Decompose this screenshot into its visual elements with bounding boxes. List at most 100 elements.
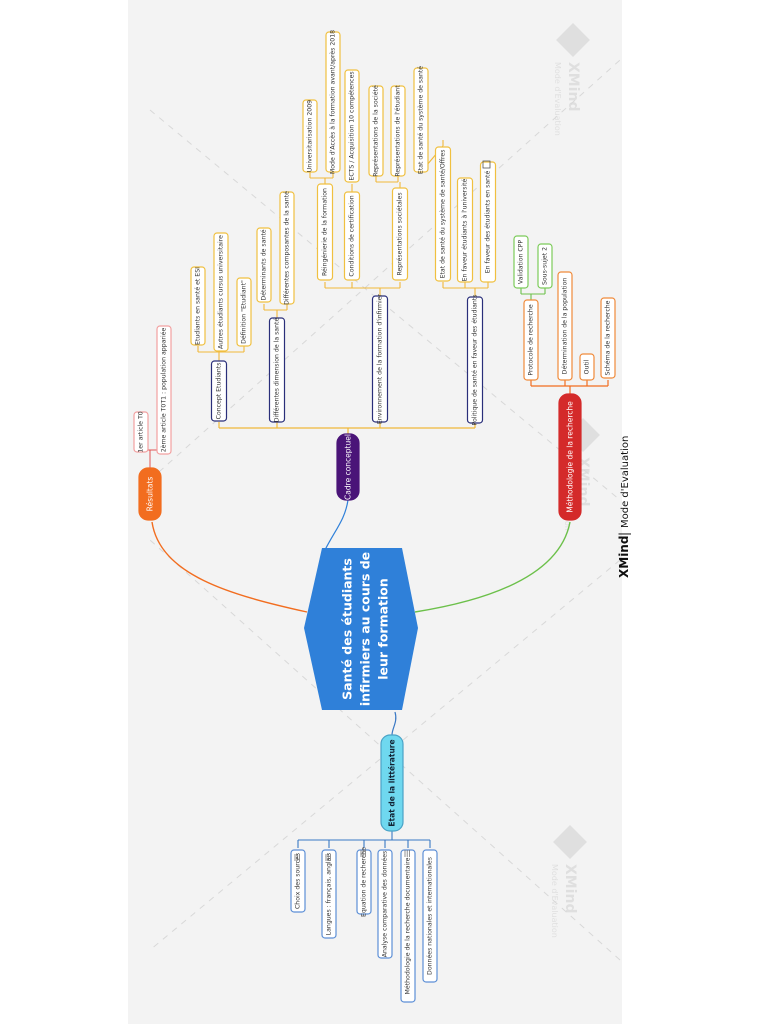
methodo-outil[interactable]: Outil	[579, 353, 595, 381]
cadre-politique-sante-box	[466, 296, 484, 424]
certif-ects-box	[344, 69, 360, 183]
branch-methodologie[interactable]: Méthodologie de la recherche	[558, 393, 582, 521]
reing-mode-acces[interactable]: Mode d'Accès à la formation avant/après …	[325, 30, 341, 174]
methodo-schema[interactable]: Schéma de la recherche	[600, 297, 616, 379]
cadre-dimension-sante-box	[268, 317, 286, 423]
protocole-validation-cpp[interactable]: Validation CPP	[513, 235, 529, 289]
resultats-item-1-label: 1er article T0	[138, 411, 145, 452]
dimension-determinants-label: Déterminants de santé	[260, 229, 268, 300]
repr-etudiant-box	[390, 85, 406, 177]
litterature-item-4[interactable]: Analyse comparative des données	[377, 849, 393, 959]
concept-etu-sante-esi[interactable]: Etudiants en santé et ESI	[190, 266, 206, 346]
politique-universite-box	[456, 177, 474, 283]
litterature-item-1-box	[290, 849, 306, 913]
branch-cadre-conceptuel[interactable]: Cadre conceptuel	[336, 433, 360, 501]
litterature-item-2[interactable]: Langues : français, anglais	[321, 849, 337, 939]
certif-ects-label: ECTS / Acquisition 10 compétences	[348, 71, 356, 180]
env-reingenierie-label: Réingénierie de la formation	[321, 188, 329, 276]
concept-etu-definition[interactable]: Définition "Etudiant"	[236, 277, 252, 347]
reing-universitarisation[interactable]: Universitarisation 2009	[302, 99, 318, 173]
litterature-item-2-label: Langues : français, anglais	[326, 853, 333, 936]
politique-etat-systeme-offres-label: Etat de santé du système de santé/Offres	[439, 150, 447, 279]
litterature-item-1-label: Choix des sources	[295, 853, 302, 909]
litterature-item-3-label: Equation de recherche	[361, 847, 368, 917]
litterature-item-5[interactable]: Méthodologie de la recherche documentair…	[400, 849, 416, 1003]
cadre-concept-etudiants-box	[210, 360, 228, 422]
env-certification[interactable]: Conditions de certification	[343, 191, 361, 281]
politique-universite-label: En faveur étudiants à l'université	[461, 178, 469, 281]
note-icon[interactable]	[294, 854, 300, 861]
litterature-item-6-box	[422, 849, 438, 983]
litterature-item-5-box	[400, 849, 416, 1003]
cadre-politique-sante[interactable]: Politique de santé en faveur des étudian…	[466, 295, 484, 426]
repr-etudiant[interactable]: Représentations de l'étudiant	[390, 85, 406, 177]
central-topic-line: Santé des étudiants	[340, 558, 355, 700]
footer-brand-name: XMind	[617, 536, 631, 578]
env-representations[interactable]: Représentations sociétales	[391, 187, 409, 281]
cadre-environnement-formation-label: Environnement de la formation d'infirmie…	[377, 293, 384, 424]
cadre-politique-sante-label: Politique de santé en faveur des étudian…	[471, 295, 479, 426]
dimension-determinants[interactable]: Déterminants de santé	[256, 227, 272, 303]
resultats-item-2-box	[156, 325, 172, 455]
branch-etat-litterature[interactable]: Etat de la littérature	[380, 734, 404, 832]
etat-sante-systeme[interactable]: Etat de santé du système de santé	[413, 66, 429, 174]
concept-etu-autres[interactable]: Autres étudiants cursus universitaire	[213, 232, 229, 352]
concept-etu-autres-label: Autres étudiants cursus universitaire	[217, 235, 225, 349]
cadre-environnement-formation-box	[371, 295, 389, 423]
concept-etu-sante-esi-label: Etudiants en santé et ESI	[194, 267, 202, 345]
external-link-icon[interactable]	[482, 160, 491, 169]
litterature-item-1[interactable]: Choix des sources	[290, 849, 306, 913]
resultats-item-1[interactable]: 1er article T0	[133, 411, 149, 453]
central-topic-line: leur formation	[376, 578, 391, 680]
methodo-protocole[interactable]: Protocole de recherche	[523, 299, 539, 381]
branch-cadre-conceptuel-label: Cadre conceptuel	[344, 434, 353, 500]
env-reingenierie[interactable]: Réingénierie de la formation	[316, 183, 334, 281]
dimension-composantes-label: Différentes composantes de la santé	[283, 191, 291, 305]
dimension-determinants-box	[256, 227, 272, 303]
note-icon[interactable]	[360, 850, 366, 857]
politique-etudiants-sante[interactable]: En faveur des étudiants en santé	[479, 161, 497, 283]
note-icon[interactable]	[325, 854, 331, 861]
litterature-item-3[interactable]: Equation de recherche	[356, 847, 372, 917]
protocole-validation-cpp-box	[513, 235, 529, 289]
methodo-outil-label: Outil	[584, 359, 591, 374]
methodo-population[interactable]: Détermination de la population	[557, 271, 573, 381]
repr-societe[interactable]: Représentations de la société	[368, 85, 384, 177]
branch-resultats[interactable]: Résultats	[138, 467, 162, 521]
politique-etat-systeme-offres[interactable]: Etat de santé du système de santé/Offres	[434, 146, 452, 282]
litterature-item-6[interactable]: Données nationales et internationales	[422, 849, 438, 983]
cadre-dimension-sante-label: Différentes dimension de la santé	[273, 318, 281, 423]
resultats-item-2[interactable]: 2ème article T0T1 : population appariée	[156, 325, 172, 455]
note-icon[interactable]	[404, 850, 410, 857]
reing-mode-acces-box	[325, 31, 341, 173]
env-certification-box	[343, 191, 361, 281]
etat-sante-systeme-box	[413, 67, 429, 173]
protocole-validation-cpp-label: Validation CPP	[518, 240, 525, 285]
central-topic-line: infirmiers au cours de	[358, 552, 373, 706]
methodo-schema-label: Schéma de la recherche	[604, 300, 612, 375]
methodo-schema-box	[600, 297, 616, 379]
protocole-sous-sujet-box	[537, 243, 553, 289]
methodo-outil-box	[579, 353, 595, 381]
branch-methodologie-box	[558, 393, 582, 521]
repr-etudiant-label: Représentations de l'étudiant	[394, 85, 402, 177]
cadre-dimension-sante[interactable]: Différentes dimension de la santé	[268, 317, 286, 423]
cadre-concept-etudiants[interactable]: Concept Etudiants	[210, 360, 228, 422]
litterature-item-6-label: Données nationales et internationales	[426, 857, 434, 975]
politique-universite[interactable]: En faveur étudiants à l'université	[456, 177, 474, 283]
cadre-environnement-formation[interactable]: Environnement de la formation d'infirmie…	[371, 293, 389, 424]
litterature-item-3-box	[356, 849, 372, 915]
protocole-sous-sujet[interactable]: Sous-sujet 2	[537, 243, 553, 289]
reing-universitarisation-box	[302, 99, 318, 173]
methodo-population-box	[557, 271, 573, 381]
repr-societe-label: Représentations de la société	[372, 85, 380, 177]
repr-societe-box	[368, 85, 384, 177]
branch-etat-litterature-label: Etat de la littérature	[388, 739, 397, 826]
dimension-composantes[interactable]: Différentes composantes de la santé	[279, 191, 295, 305]
concept-etu-autres-box	[213, 232, 229, 352]
certif-ects[interactable]: ECTS / Acquisition 10 compétences	[344, 69, 360, 183]
watermark-top-brand: XMind	[565, 62, 581, 112]
